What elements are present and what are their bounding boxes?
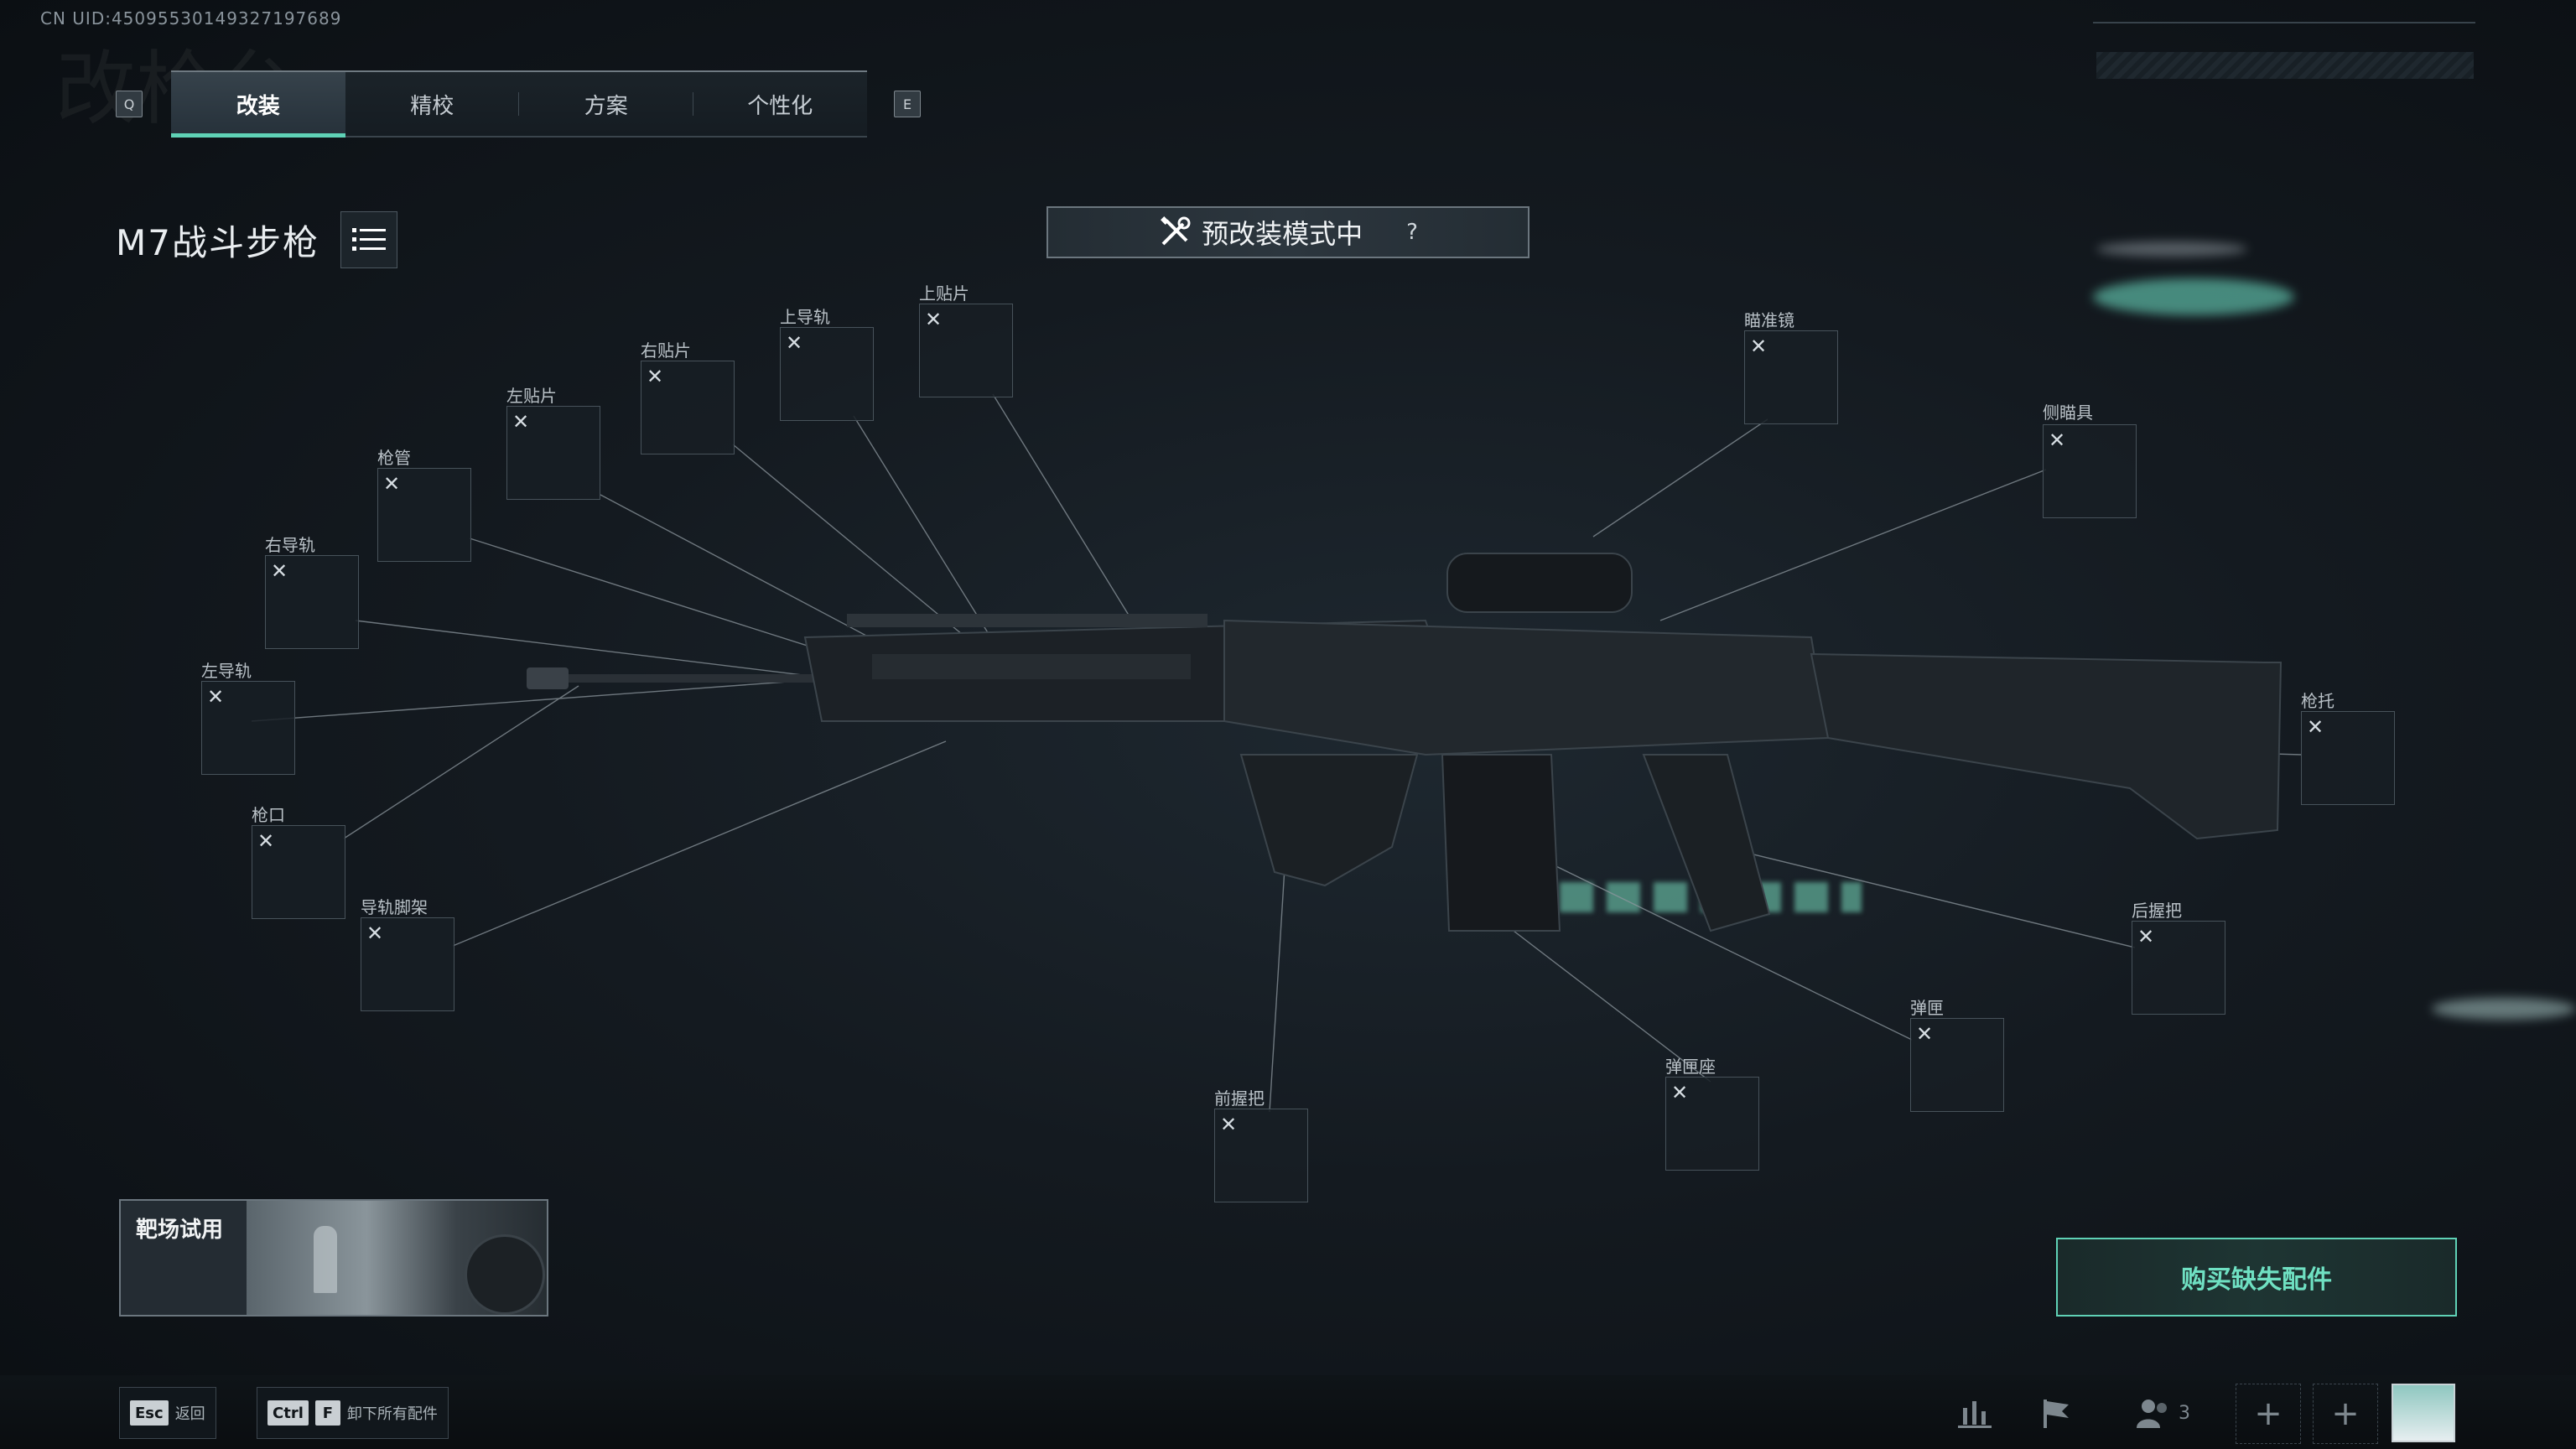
slot-bipod[interactable]: ✕ [361, 917, 454, 1011]
slot-label-side-sight: 侧瞄具 [2043, 402, 2093, 423]
back-hint[interactable]: Esc 返回 [119, 1387, 216, 1439]
tab-bar: 改装 精校 方案 个性化 [171, 70, 867, 138]
slot-label-stock: 枪托 [2301, 691, 2334, 711]
slot-magazine[interactable]: ✕ [1910, 1018, 2004, 1112]
range-trial-button[interactable]: 靶场试用 [119, 1199, 548, 1317]
slot-rear-grip[interactable]: ✕ [2132, 921, 2225, 1015]
tool-icon: ✕ [2049, 428, 2066, 452]
weapon-name: M7战斗步枪 [116, 222, 319, 263]
connector-line [1592, 418, 1768, 538]
squad-button[interactable]: 3 [2127, 1384, 2199, 1442]
slot-label-right-plate: 右贴片 [641, 340, 691, 361]
slot-label-top-rail: 上导轨 [780, 307, 830, 327]
slot-stock[interactable]: ✕ [2301, 711, 2395, 805]
connector-line [1705, 842, 2136, 948]
tool-icon: ✕ [207, 685, 225, 709]
esc-key: Esc [130, 1400, 169, 1426]
top-right-stripe [2096, 52, 2474, 79]
slot-top-rail[interactable]: ✕ [780, 327, 874, 421]
slot-barrel[interactable]: ✕ [377, 468, 471, 562]
connector-line [992, 393, 1133, 621]
squad-count: 3 [2179, 1402, 2190, 1424]
mode-banner-label: 预改装模式中 [1202, 218, 1363, 250]
slot-side-sight[interactable]: ✕ [2043, 424, 2137, 518]
tool-icon: ✕ [1916, 1022, 1934, 1046]
tool-icon: ✕ [271, 559, 288, 583]
slot-label-muzzle: 枪口 [252, 805, 285, 825]
ceiling-lamp-glow [2093, 278, 2294, 315]
help-icon[interactable]: ? [1406, 220, 1418, 245]
remove-all-hint[interactable]: Ctrl F 卸下所有配件 [257, 1387, 449, 1439]
slot-label-rear-grip: 后握把 [2132, 901, 2182, 921]
tab-prev-key[interactable]: Q [116, 91, 143, 117]
remove-all-label: 卸下所有配件 [346, 1405, 438, 1423]
f-key: F [314, 1400, 340, 1426]
tool-icon: ✕ [1671, 1081, 1689, 1104]
slot-label-top-plate: 上贴片 [919, 283, 969, 304]
slot-label-mag-well: 弹匣座 [1665, 1057, 1716, 1077]
ceiling-lamp [2096, 242, 2247, 257]
tool-icon: ✕ [1750, 335, 1768, 358]
wall-lamp [2432, 998, 2576, 1020]
slot-label-magazine: 弹匣 [1910, 998, 1944, 1018]
weapon-list-button[interactable] [340, 211, 397, 268]
wrench-screwdriver-icon [1161, 216, 1191, 246]
tool-icon: ✕ [2307, 715, 2324, 739]
stats-icon[interactable] [1945, 1384, 2004, 1442]
slot-left-rail[interactable]: ✕ [201, 681, 295, 775]
slot-label-right-rail: 右导轨 [265, 535, 315, 555]
tool-icon: ✕ [647, 365, 664, 388]
connector-line [251, 678, 823, 722]
slot-scope[interactable]: ✕ [1744, 330, 1838, 424]
connector-line [1498, 838, 1913, 1041]
slot-foregrip[interactable]: ✕ [1214, 1109, 1308, 1202]
tool-icon: ✕ [786, 331, 803, 355]
tool-icon: ✕ [2137, 925, 2155, 948]
tool-icon: ✕ [257, 829, 275, 853]
slot-right-rail[interactable]: ✕ [265, 555, 359, 649]
tool-icon: ✕ [383, 472, 401, 496]
slot-right-plate[interactable]: ✕ [641, 361, 735, 454]
add-teammate-slot[interactable]: + [2236, 1384, 2301, 1444]
m7-rifle-model [527, 553, 2283, 932]
range-preview-scope [465, 1234, 545, 1315]
tool-icon: ✕ [512, 410, 530, 434]
slot-top-plate[interactable]: ✕ [919, 304, 1013, 397]
tool-icon: ✕ [366, 922, 384, 945]
range-trial-label: 靶场试用 [136, 1218, 224, 1243]
tab-next-key[interactable]: E [894, 91, 921, 117]
tab-modify[interactable]: 改装 [171, 72, 345, 138]
slot-label-barrel: 枪管 [377, 448, 411, 468]
connector-line [452, 740, 947, 947]
slot-mag-well[interactable]: ✕ [1665, 1077, 1759, 1171]
slot-label-scope: 瞄准镜 [1744, 310, 1794, 330]
tab-tuning[interactable]: 精校 [345, 72, 520, 136]
slot-muzzle[interactable]: ✕ [252, 825, 345, 919]
tab-loadouts[interactable]: 方案 [519, 72, 693, 136]
connector-line [343, 685, 579, 839]
buy-missing-parts-button[interactable]: 购买缺失配件 [2056, 1238, 2457, 1317]
add-teammate-slot[interactable]: + [2313, 1384, 2378, 1444]
connector-line [1495, 917, 1711, 1083]
slot-label-bipod: 导轨脚架 [361, 897, 428, 917]
slot-left-plate[interactable]: ✕ [506, 406, 600, 500]
flag-icon[interactable] [2028, 1384, 2086, 1442]
slot-label-left-rail: 左导轨 [201, 661, 252, 681]
player-avatar[interactable] [2392, 1384, 2455, 1442]
slot-label-left-plate: 左贴片 [506, 386, 557, 406]
tab-personalize[interactable]: 个性化 [747, 93, 813, 119]
player-uid: CN UID:4509553014932719​7689 [40, 8, 342, 29]
pre-mod-mode-banner: 预改装模式中 ? [1046, 206, 1530, 258]
ctrl-key: Ctrl [267, 1400, 309, 1426]
back-label: 返回 [174, 1405, 205, 1423]
squad-icon [2137, 1400, 2167, 1428]
tool-icon: ✕ [1220, 1113, 1238, 1136]
list-icon [352, 228, 386, 251]
top-right-decor [2093, 22, 2475, 23]
tool-icon: ✕ [925, 308, 943, 331]
slot-label-foregrip: 前握把 [1214, 1088, 1265, 1109]
range-preview-target [314, 1226, 337, 1293]
connector-line [1659, 469, 2047, 621]
